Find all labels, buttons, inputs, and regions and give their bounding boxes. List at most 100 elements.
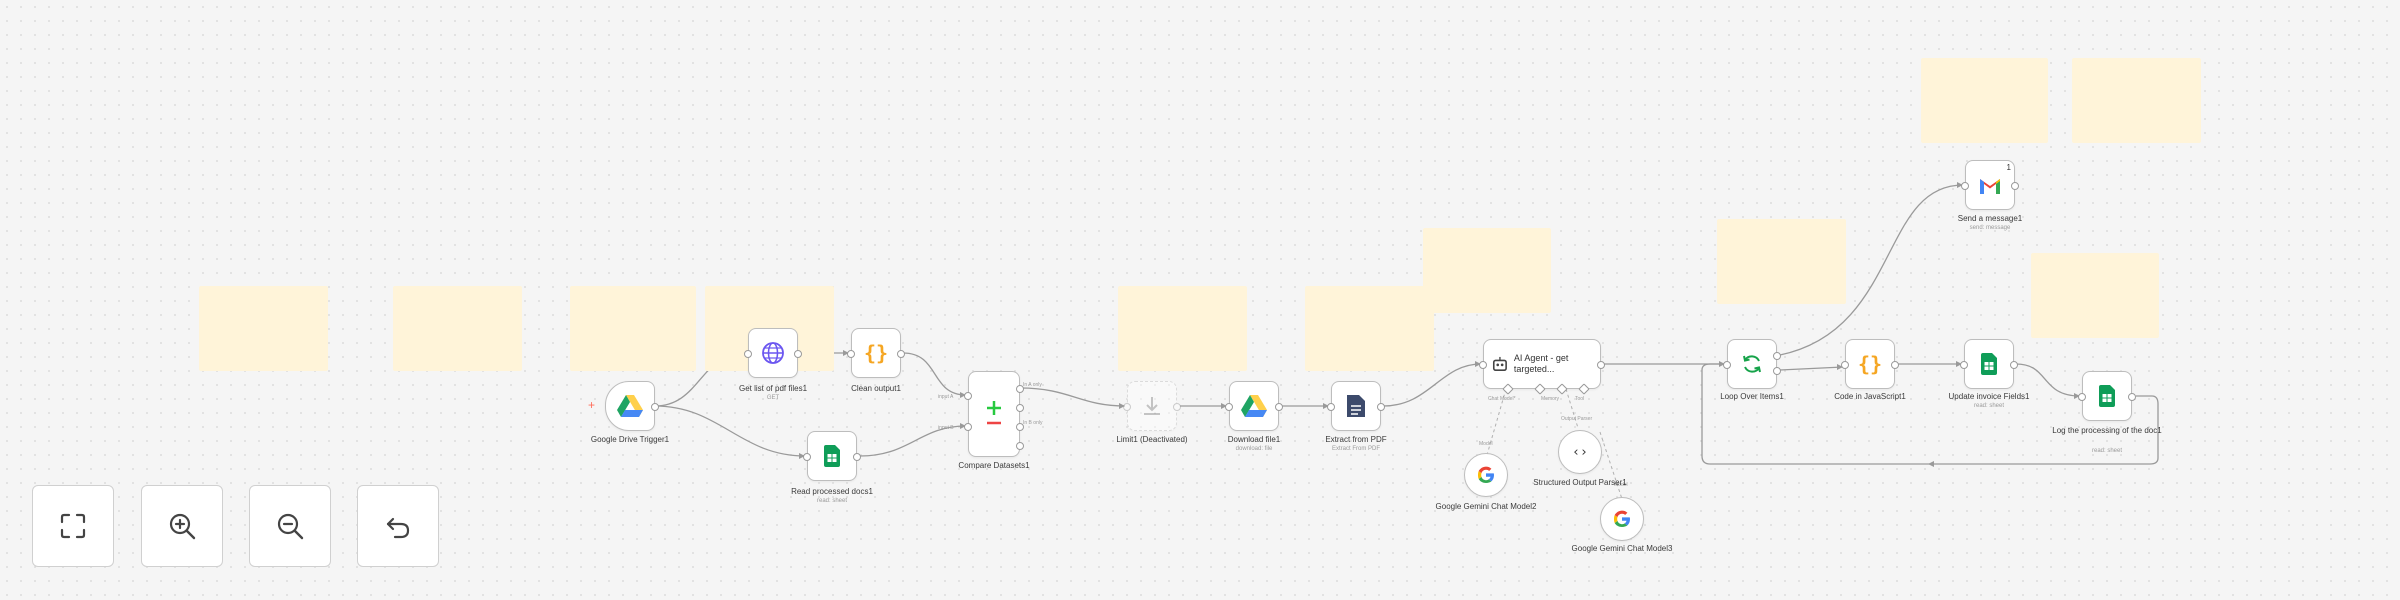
- port-label: Model: [1614, 482, 1628, 488]
- node-compare-datasets[interactable]: [964, 371, 1024, 457]
- output-handle[interactable]: [2010, 361, 2018, 369]
- node-code-javascript[interactable]: {}: [1841, 339, 1899, 389]
- port-label: In B only: [1023, 420, 1043, 426]
- node-sublabel: GET: [766, 395, 780, 401]
- node-label: Update invoice Fields1: [1948, 392, 2030, 401]
- node-http-request[interactable]: [744, 328, 802, 378]
- node-structured-output-parser[interactable]: ‹›: [1558, 430, 1602, 474]
- output-handle[interactable]: [1016, 442, 1024, 450]
- output-handle[interactable]: [897, 350, 905, 358]
- output-handle[interactable]: [2011, 182, 2019, 190]
- edge-loop-gmail: [1779, 184, 1964, 356]
- node-gmail-send[interactable]: 1: [1961, 160, 2019, 210]
- undo-button[interactable]: [357, 485, 439, 567]
- node-gemini-chat-model[interactable]: [1600, 497, 1644, 541]
- node-loop-over-items[interactable]: [1723, 339, 1781, 389]
- code-braces-icon: {}: [863, 341, 889, 365]
- run-count-badge: 1: [2006, 163, 2011, 172]
- node-label: Loop Over Items1: [1720, 392, 1784, 401]
- edge-merge-limit: [1019, 387, 1126, 407]
- node-gemini-chat-model[interactable]: [1464, 453, 1508, 497]
- edge-loop-code: [1779, 366, 1844, 371]
- sticky-note[interactable]: [1717, 219, 1846, 304]
- output-handle[interactable]: [1016, 404, 1024, 412]
- node-label: Google Drive Trigger1: [590, 435, 670, 444]
- node-label: Send a message1: [1957, 214, 2023, 223]
- node-label: Limit1 (Deactivated): [1116, 435, 1188, 444]
- output-handle[interactable]: [2128, 393, 2136, 401]
- input-handle[interactable]: [1723, 361, 1731, 369]
- sticky-note[interactable]: [1118, 286, 1247, 371]
- node-google-drive-trigger[interactable]: [605, 381, 659, 431]
- google-drive-icon: [617, 394, 643, 417]
- node-label: Log the processing of the doc1: [2052, 426, 2162, 435]
- input-handle[interactable]: [1961, 182, 1969, 190]
- sticky-note[interactable]: [1423, 228, 1551, 313]
- node-sublabel: read: sheet: [1973, 403, 2005, 409]
- node-google-drive-download[interactable]: [1225, 381, 1283, 431]
- node-label: Code in JavaScript1: [1834, 392, 1906, 401]
- node-limit[interactable]: [1123, 381, 1181, 431]
- input-handle[interactable]: [1123, 403, 1131, 411]
- output-handle[interactable]: [1275, 403, 1283, 411]
- output-handle[interactable]: [1597, 361, 1605, 369]
- node-sublabel: Extract From PDF: [1331, 446, 1380, 452]
- node-google-sheets-update[interactable]: [1960, 339, 2018, 389]
- google-sheets-icon: [1981, 353, 1997, 375]
- google-sheets-icon: [2099, 385, 2115, 407]
- output-handle[interactable]: [1016, 423, 1024, 431]
- code-braces-icon: {}: [1857, 352, 1883, 376]
- output-handle[interactable]: [794, 350, 802, 358]
- fit-view-button[interactable]: [32, 485, 114, 567]
- sticky-note[interactable]: [1921, 58, 2048, 143]
- add-trigger-icon[interactable]: +: [588, 398, 596, 412]
- output-handle[interactable]: [1173, 403, 1181, 411]
- node-google-sheets-log[interactable]: [2078, 371, 2136, 421]
- node-label: Extract from PDF: [1325, 435, 1387, 444]
- node-google-sheets[interactable]: [803, 431, 861, 481]
- node-label: Clean output1: [851, 384, 901, 393]
- done-output-handle[interactable]: [1773, 352, 1781, 360]
- output-handle[interactable]: [853, 453, 861, 461]
- input-handle[interactable]: [1479, 361, 1487, 369]
- edge-agent-parser: [1565, 388, 1579, 429]
- loop-output-handle[interactable]: [1773, 367, 1781, 375]
- node-code[interactable]: {}: [847, 328, 905, 378]
- node-label: Structured Output Parser1: [1533, 478, 1627, 487]
- output-handle[interactable]: [651, 403, 659, 411]
- output-handle[interactable]: [1016, 385, 1024, 393]
- edge-extract-agent: [1382, 363, 1482, 407]
- input-handle[interactable]: [1327, 403, 1335, 411]
- output-handle[interactable]: [1377, 403, 1385, 411]
- sticky-note[interactable]: [1305, 286, 1434, 371]
- sticky-note[interactable]: [2072, 58, 2201, 143]
- node-extract-pdf[interactable]: [1327, 381, 1385, 431]
- google-drive-icon: [1241, 394, 1267, 417]
- node-label: Google Gemini Chat Model2: [1435, 502, 1537, 511]
- port-label: Output Parser: [1561, 416, 1593, 422]
- edge-parser-model: [1599, 431, 1623, 500]
- node-sublabel: send: message: [1969, 225, 2011, 231]
- sticky-note[interactable]: [199, 286, 328, 371]
- sticky-note[interactable]: [2031, 253, 2159, 338]
- input-handle[interactable]: [1960, 361, 1968, 369]
- zoom-in-button[interactable]: [141, 485, 223, 567]
- input-b-handle[interactable]: [964, 423, 972, 431]
- zoom-out-button[interactable]: [249, 485, 331, 567]
- input-handle[interactable]: [1841, 361, 1849, 369]
- input-handle[interactable]: [2078, 393, 2086, 401]
- input-handle[interactable]: [847, 350, 855, 358]
- sticky-note[interactable]: [393, 286, 522, 371]
- input-handle[interactable]: [744, 350, 752, 358]
- globe-icon: [762, 342, 784, 364]
- sticky-note[interactable]: [570, 286, 696, 371]
- input-handle[interactable]: [803, 453, 811, 461]
- port-label: Chat Model*: [1488, 396, 1516, 402]
- node-label: Read processed docs1: [791, 487, 873, 496]
- output-handle[interactable]: [1891, 361, 1899, 369]
- input-a-handle[interactable]: [964, 392, 972, 400]
- input-handle[interactable]: [1225, 403, 1233, 411]
- node-ai-agent[interactable]: AI Agent - get targeted...: [1479, 339, 1605, 395]
